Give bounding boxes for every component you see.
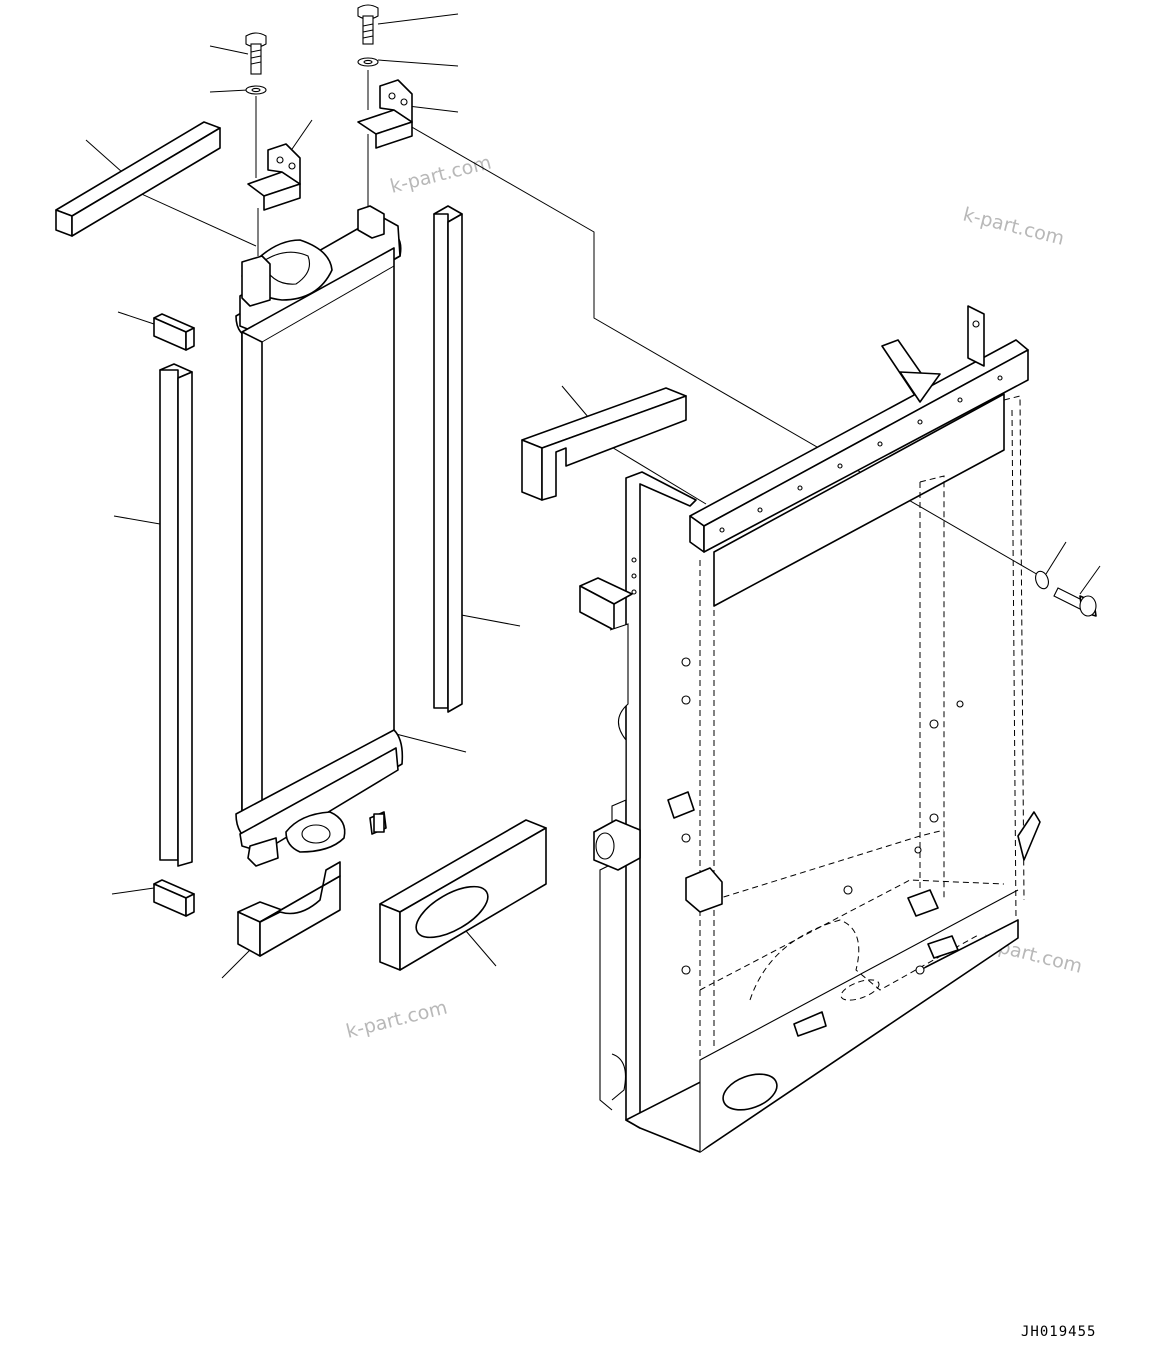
- seal-small-block-top: [153, 313, 195, 351]
- radiator-frame: [579, 305, 1041, 1153]
- drawing-number: JH019455: [1021, 1324, 1096, 1340]
- watermark-1: k-part.com: [388, 151, 494, 197]
- seal-long-vertical-right: [433, 205, 463, 713]
- seal-long-vertical-left: [159, 363, 193, 867]
- leader-lines: [85, 13, 1101, 979]
- bolt-left: [245, 32, 267, 75]
- frame-fasteners: [631, 375, 1003, 975]
- washer-side: [1035, 570, 1049, 590]
- seal-small-block-bottom: [153, 879, 195, 917]
- watermark-4: k-part.com: [344, 996, 450, 1042]
- seal-oval-block: [379, 819, 547, 971]
- bracket-left: [247, 143, 301, 211]
- bracket-right: [357, 79, 413, 149]
- watermark-2: k-part.com: [961, 204, 1067, 250]
- seal-notched-bar: [521, 387, 687, 501]
- radiator-core: [235, 205, 404, 867]
- bolt-right: [357, 4, 379, 45]
- bolt-side: [1053, 587, 1097, 617]
- seal-top-bar: [55, 121, 221, 237]
- seal-bottom-bracket: [237, 861, 341, 957]
